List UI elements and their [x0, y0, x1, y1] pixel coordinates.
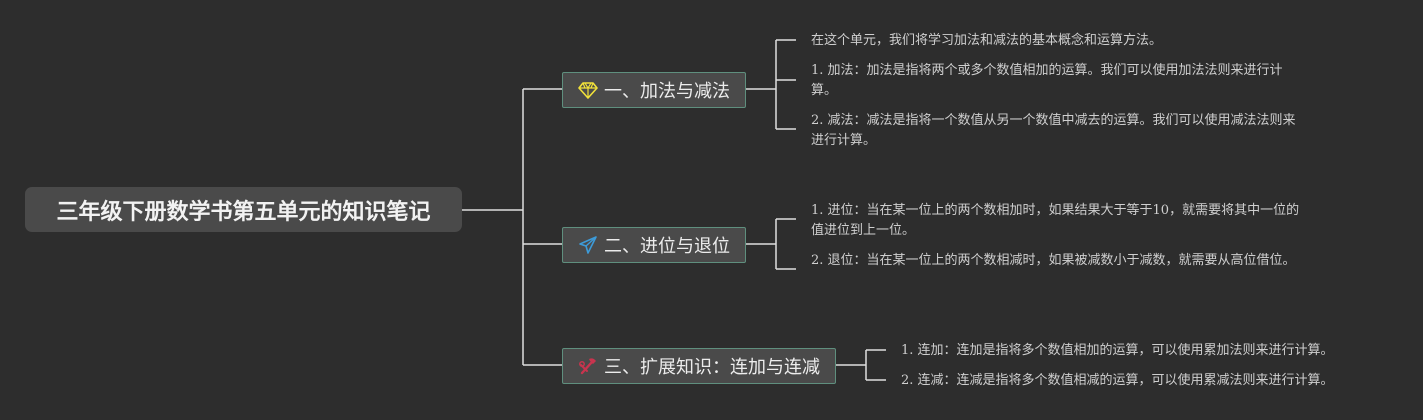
leaf-node-continuous-addition: 1. 连加：连加是指将多个数值相加的运算，可以使用累加法则来进行计算。: [901, 343, 1334, 358]
leaf-node-carry: 1. 进位：当在某一位上的两个数相加时，如果结果大于等于10，就需要将其中一位的…: [811, 203, 1300, 238]
branch-node-addition-subtraction[interactable]: 一、加法与减法: [562, 72, 746, 108]
branch-node-carry-borrow[interactable]: 二、进位与退位: [562, 227, 746, 263]
tools-icon: [578, 356, 598, 376]
branch-node-label: 一、加法与减法: [604, 81, 730, 102]
branch-node-label: 二、进位与退位: [604, 236, 730, 257]
root-node-label: 三年级下册数学书第五单元的知识笔记: [56, 199, 431, 225]
diamond-icon: [578, 80, 598, 100]
branch-node-extended-knowledge[interactable]: 三、扩展知识：连加与连减: [562, 348, 836, 384]
paper-plane-icon: [578, 235, 598, 255]
leaf-node-addition: 1. 加法：加法是指将两个或多个数值相加的运算。我们可以使用加法法则来进行计算。: [811, 63, 1283, 98]
leaf-node-unit-intro: 在这个单元，我们将学习加法和减法的基本概念和运算方法。: [811, 33, 1163, 48]
leaf-node-borrow: 2. 退位：当在某一位上的两个数相减时，如果被减数小于减数，就需要从高位借位。: [811, 253, 1296, 268]
leaf-node-subtraction: 2. 减法：减法是指将一个数值从另一个数值中减去的运算。我们可以使用减法法则来进…: [811, 113, 1296, 148]
leaf-node-continuous-subtraction: 2. 连减：连减是指将多个数值相减的运算，可以使用累减法则来进行计算。: [901, 373, 1334, 388]
root-node[interactable]: 三年级下册数学书第五单元的知识笔记: [25, 187, 462, 232]
branch-node-label: 三、扩展知识：连加与连减: [604, 357, 820, 378]
